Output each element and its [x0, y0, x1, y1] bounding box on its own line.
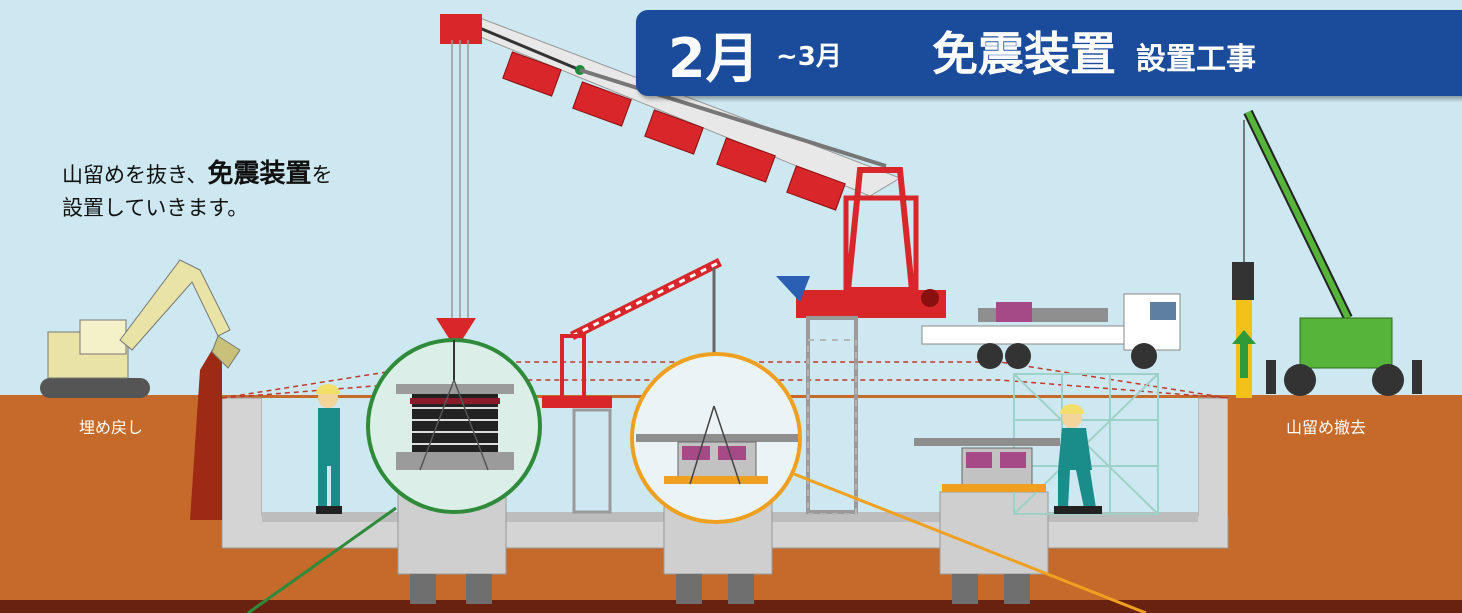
pedestal-3 [939, 491, 1049, 575]
piles [410, 574, 1030, 604]
excavator [40, 259, 241, 398]
title-sub: 設置工事 [1136, 42, 1256, 77]
ground-bottom [0, 600, 1462, 613]
label-backfill: 埋め戻し [79, 418, 144, 437]
small-red-crane [542, 257, 723, 514]
isolator-left [247, 338, 542, 613]
title-month-end: ~3月 [776, 42, 842, 72]
title-banner: 2月 ~3月 免震装置 設置工事 [636, 10, 1462, 96]
title-month-start: 2月 [668, 27, 760, 90]
backfill-soil [190, 345, 222, 520]
description-post: を [311, 163, 333, 187]
description-pre: 山留めを抜き、 [62, 163, 208, 187]
label-retaining-removal: 山留め撤去 [1286, 418, 1367, 437]
description-note: 山留めを抜き、免震装置を 設置していきます。 [62, 158, 333, 225]
red-crane [436, 14, 946, 515]
description-line-1: 山留めを抜き、免震装置を [62, 158, 333, 192]
worker-left [316, 384, 342, 514]
isolator-right [914, 438, 1060, 492]
worker-right [1054, 404, 1102, 514]
title-main: 免震装置 [932, 27, 1116, 81]
description-line-2: 設置していきます。 [62, 196, 249, 220]
green-crane [1232, 109, 1422, 422]
truck [921, 293, 1181, 369]
description-emph: 免震装置 [207, 159, 312, 189]
retaining-wall-soil [1228, 398, 1258, 516]
isolator-center [630, 352, 1147, 613]
